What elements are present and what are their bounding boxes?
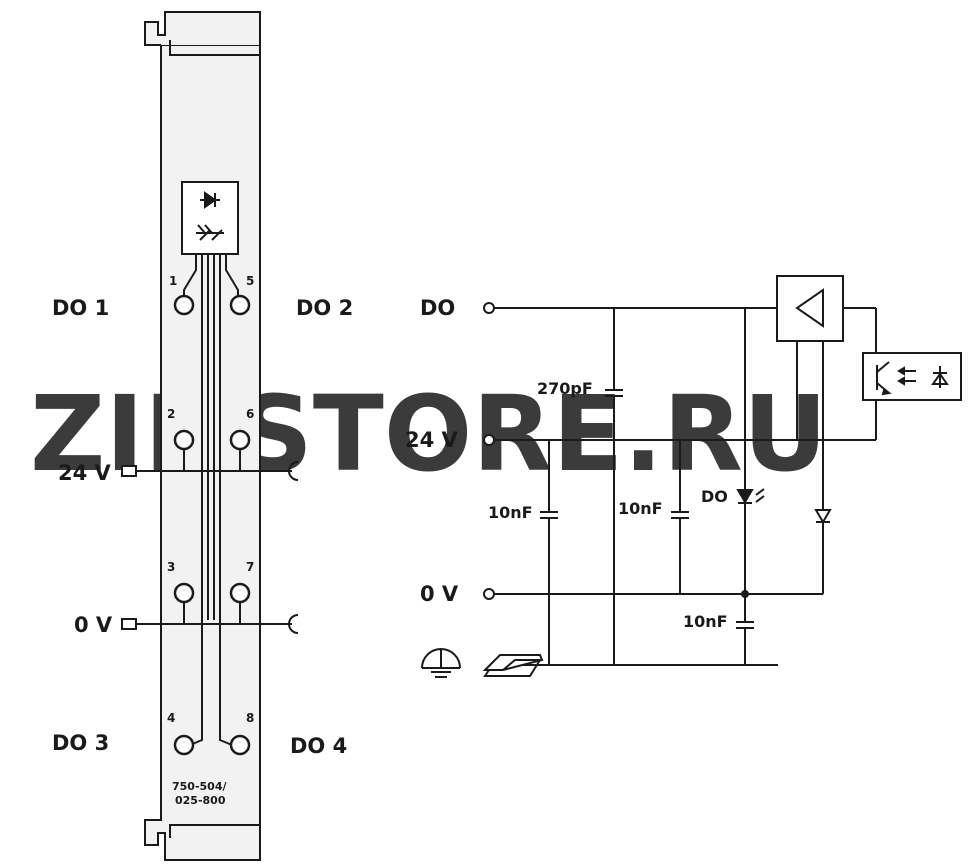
- pin-number: 3: [167, 560, 175, 574]
- terminal-0v: [483, 588, 495, 600]
- label-0v-right: 0 V: [420, 582, 459, 606]
- pin-number: 2: [167, 407, 175, 421]
- pin-numbers: 1 2 3 4 5 6 7 8: [167, 274, 254, 725]
- pin-number: 1: [169, 274, 177, 288]
- terminal-2: [173, 429, 195, 451]
- label-cap-10nf-b: 10nF: [618, 499, 663, 518]
- terminal-7: [229, 582, 251, 604]
- label-do4: DO 4: [290, 734, 347, 758]
- schematic: [421, 275, 962, 678]
- label-cap-10nf-c: 10nF: [683, 612, 728, 631]
- terminal-1: [173, 294, 195, 316]
- part-number-line2: 025-800: [175, 794, 226, 807]
- label-do2: DO 2: [296, 296, 353, 320]
- pin-number: 6: [246, 407, 254, 421]
- label-do3: DO 3: [52, 731, 109, 755]
- terminal-4: [173, 734, 195, 756]
- terminal-8: [229, 734, 251, 756]
- pin-number: 5: [246, 274, 254, 288]
- label-cap-270pf: 270pF: [537, 379, 593, 398]
- pin-number: 7: [246, 560, 254, 574]
- label-24v-right: 24 V: [405, 428, 459, 452]
- label-0v-left: 0 V: [74, 613, 113, 637]
- label-led-do: DO: [701, 487, 728, 506]
- module-rails: [121, 450, 299, 634]
- terminal-3: [173, 582, 195, 604]
- watermark-part2: STORE.RU: [238, 373, 827, 495]
- pin-number: 8: [246, 711, 254, 725]
- pin-number: 4: [167, 711, 175, 725]
- label-cap-10nf-a: 10nF: [488, 503, 533, 522]
- terminal-6: [229, 429, 251, 451]
- terminal-do: [483, 302, 495, 314]
- label-24v-left: 24 V: [58, 461, 112, 485]
- label-do1: DO 1: [52, 296, 109, 320]
- part-number-line1: 750-504/: [172, 780, 227, 793]
- terminal-5: [229, 294, 251, 316]
- terminal-24v: [483, 434, 495, 446]
- label-do-right: DO: [420, 296, 455, 320]
- terminals: [173, 294, 251, 756]
- junction-dot: [741, 590, 749, 598]
- optocoupler-icon: [181, 181, 239, 255]
